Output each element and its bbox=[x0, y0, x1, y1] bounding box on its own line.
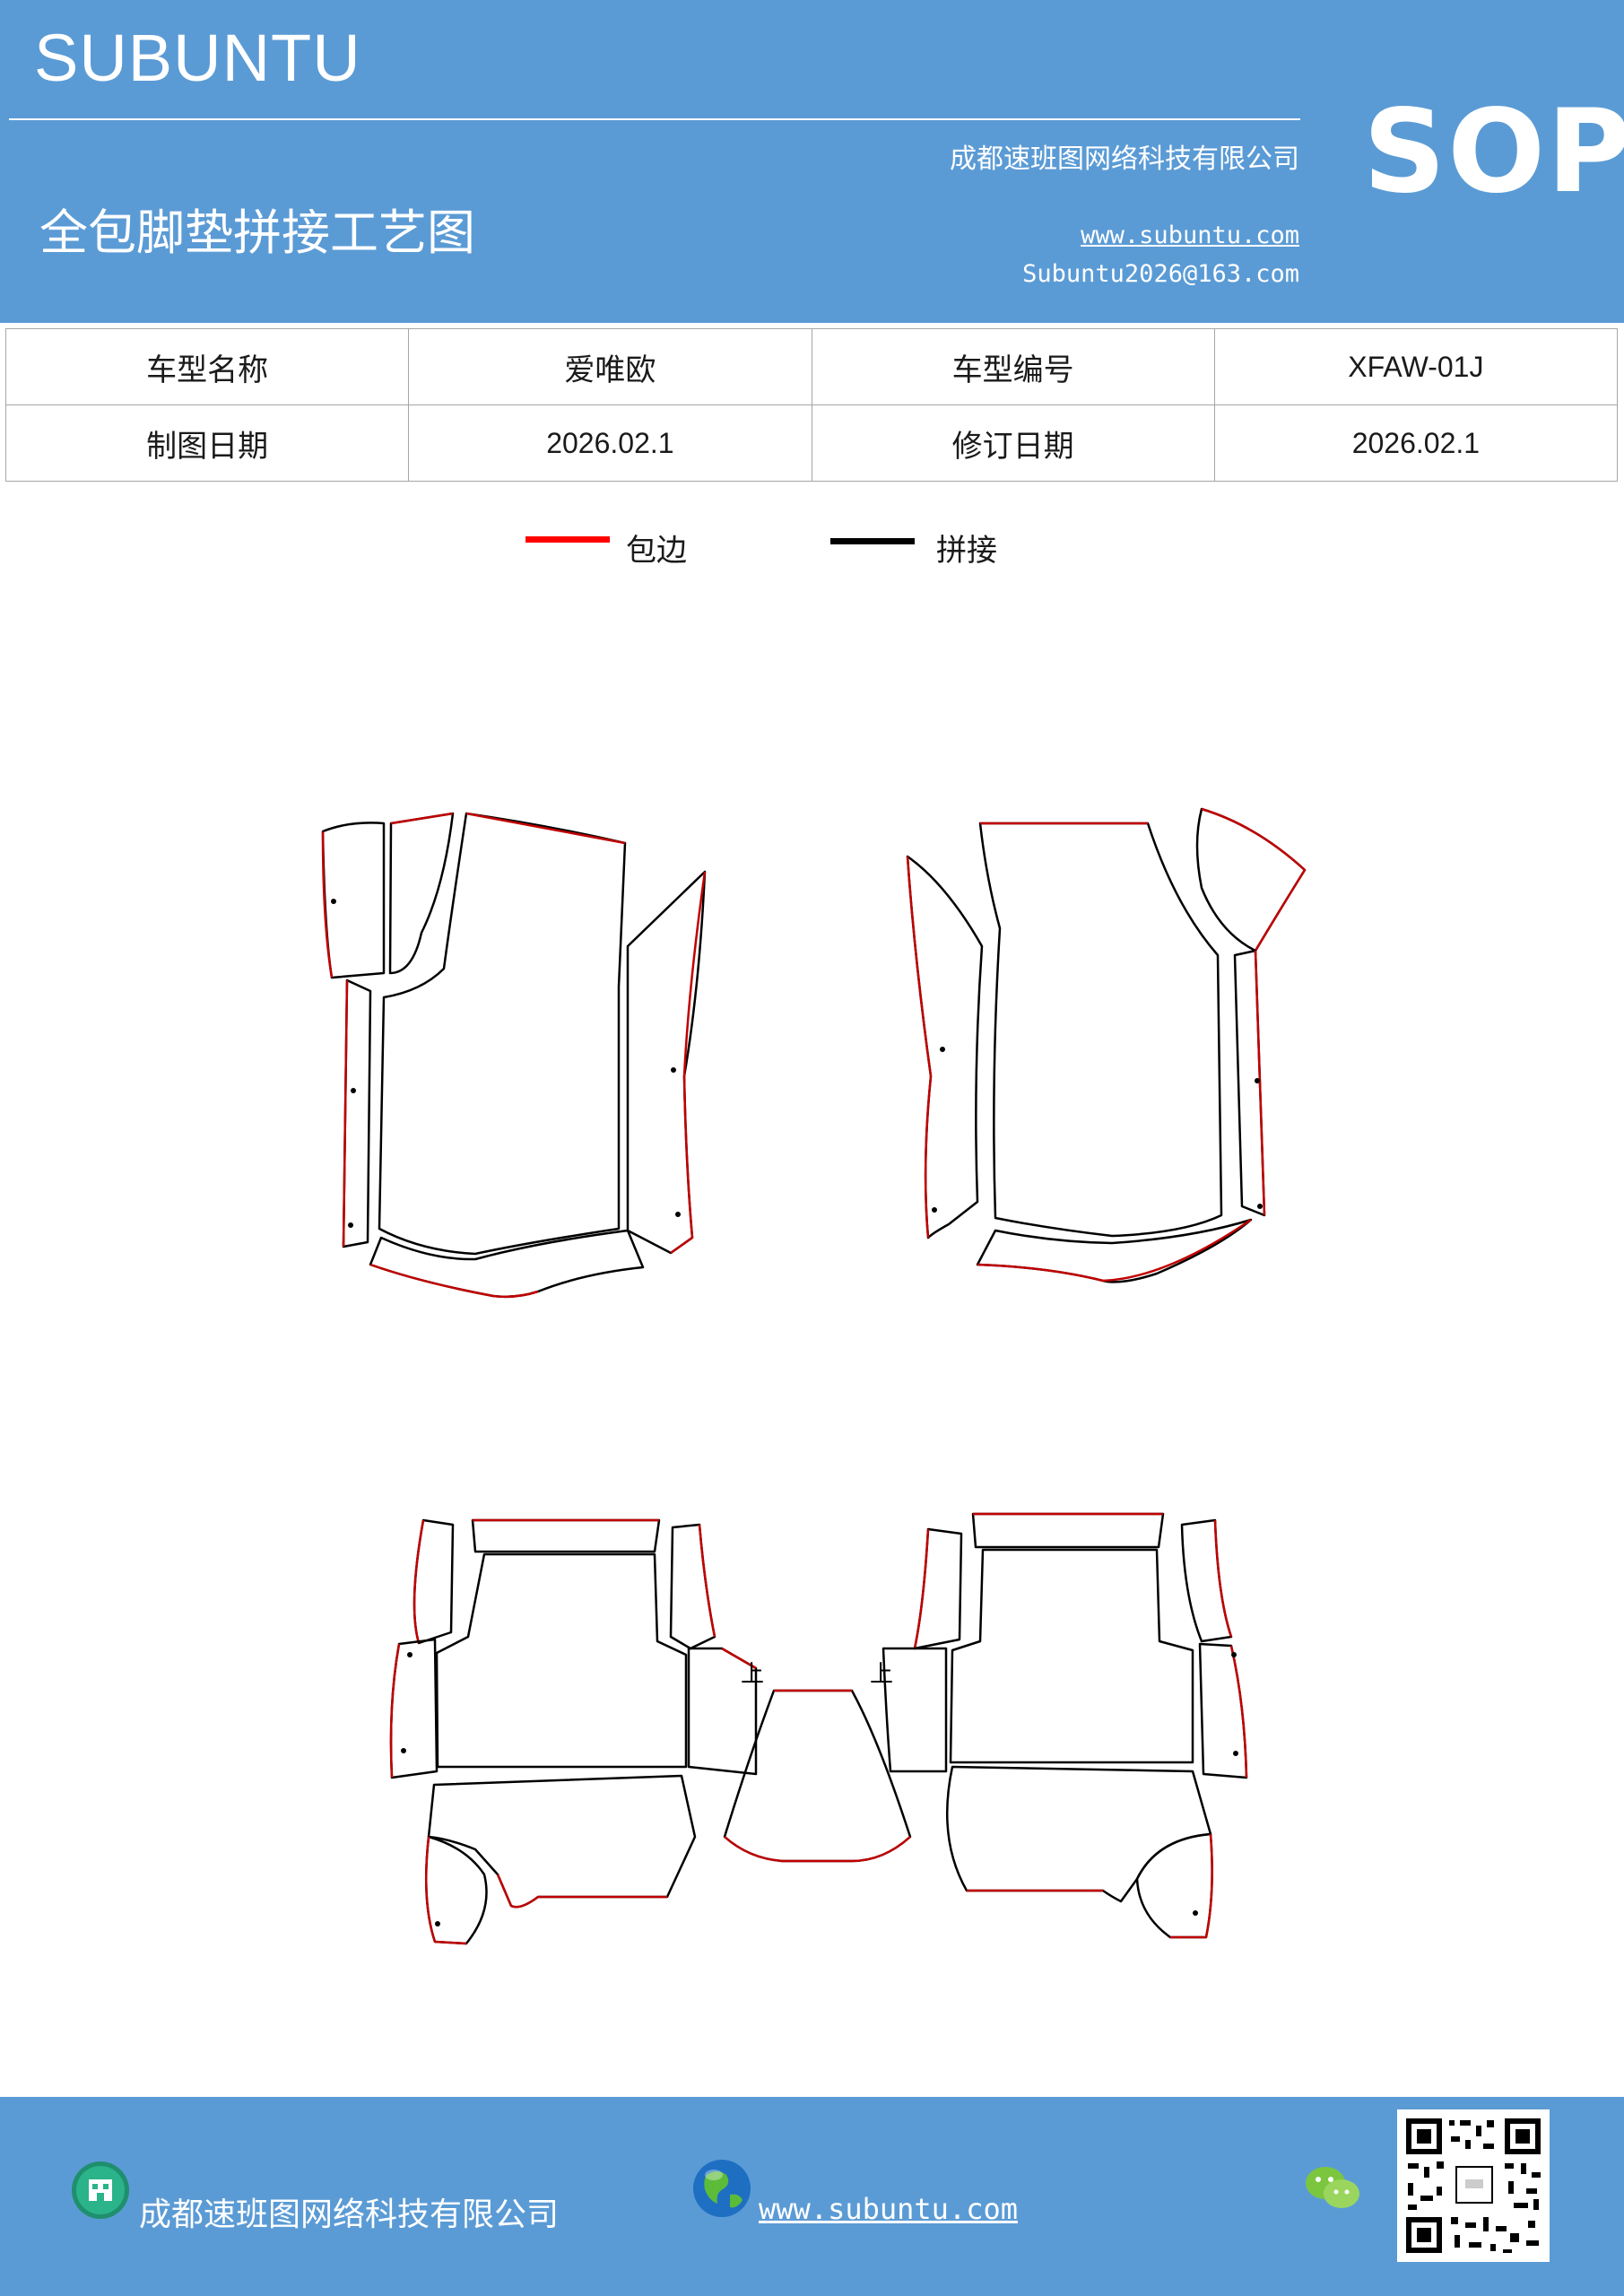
orientation-mark: 上 bbox=[870, 1661, 893, 1688]
orientation-mark: 上 bbox=[741, 1661, 764, 1688]
footer-website-link[interactable]: www.subuntu.com bbox=[759, 2192, 1018, 2226]
model-code-label: 车型编号 bbox=[811, 328, 1215, 405]
wechat-icon bbox=[1306, 2167, 1359, 2208]
model-code-value: XFAW-01J bbox=[1213, 328, 1619, 405]
revise-date-value: 2026.02.1 bbox=[1213, 404, 1619, 482]
company-name: 成都速班图网络科技有限公司 bbox=[950, 144, 1299, 175]
front-right-mat bbox=[906, 807, 1307, 1283]
legend-seam-swatch bbox=[830, 538, 915, 544]
qr-code[interactable] bbox=[1397, 2109, 1550, 2262]
draw-date-value: 2026.02.1 bbox=[408, 404, 812, 482]
legend-seam-label: 拼接 bbox=[936, 533, 997, 569]
brand-name: SUBUNTU bbox=[34, 21, 361, 95]
footer-company-name: 成都速班图网络科技有限公司 bbox=[139, 2196, 560, 2233]
front-left-mat bbox=[321, 812, 707, 1299]
globe-icon bbox=[693, 2160, 751, 2217]
building-icon bbox=[72, 2161, 129, 2219]
header-banner bbox=[0, 0, 1624, 323]
email-address: Subuntu2026@163.com bbox=[1022, 260, 1299, 288]
header-divider bbox=[9, 118, 1300, 120]
table-row: 制图日期 2026.02.1 修订日期 2026.02.1 bbox=[4, 404, 1619, 482]
vehicle-info-table: 车型名称 爱唯欧 车型编号 XFAW-01J 制图日期 2026.02.1 修订… bbox=[4, 328, 1619, 482]
website-link[interactable]: www.subuntu.com bbox=[1081, 222, 1299, 249]
page-title: 全包脚垫拼接工艺图 bbox=[39, 204, 475, 261]
draw-date-label: 制图日期 bbox=[4, 404, 410, 482]
legend-edge-swatch bbox=[525, 536, 610, 543]
center-tunnel-mat bbox=[723, 1689, 912, 1863]
legend-edge-label: 包边 bbox=[626, 533, 687, 569]
sop-badge: SOP bbox=[1363, 85, 1624, 219]
model-name-value: 爱唯欧 bbox=[408, 328, 812, 405]
table-row: 车型名称 爱唯欧 车型编号 XFAW-01J bbox=[4, 328, 1619, 405]
rear-right-mat bbox=[881, 1512, 1248, 1939]
model-name-label: 车型名称 bbox=[4, 328, 410, 405]
rear-left-mat bbox=[389, 1518, 758, 1945]
revise-date-label: 修订日期 bbox=[811, 404, 1215, 482]
